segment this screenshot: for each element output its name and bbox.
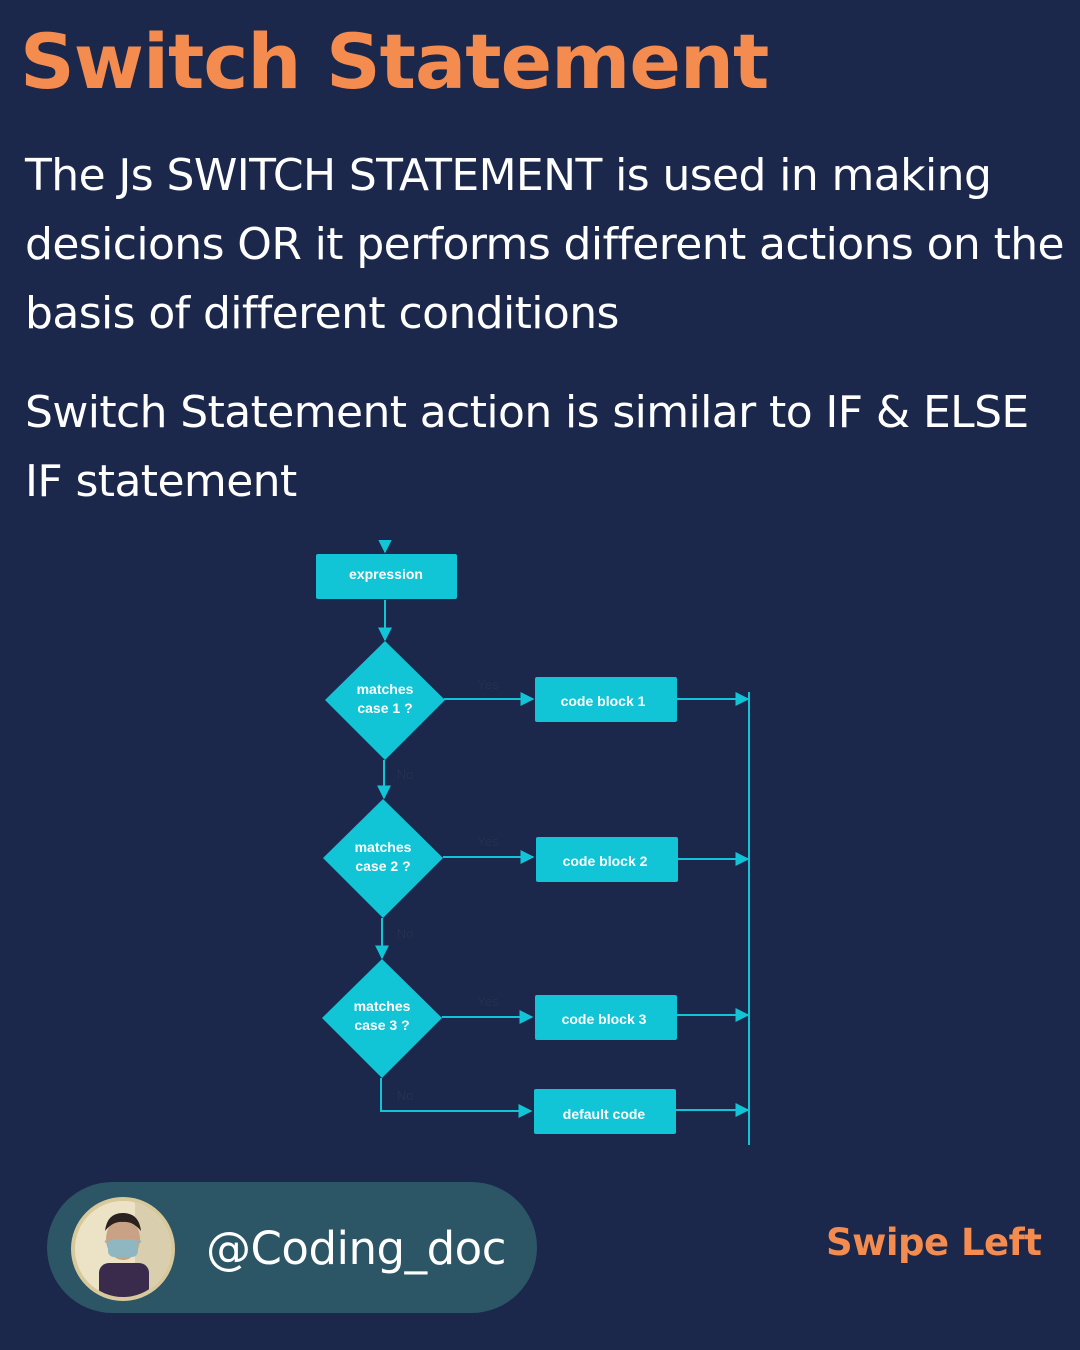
case1-yes-label: Yes	[477, 677, 499, 692]
default-code-block	[534, 1089, 676, 1134]
case2-no-label: No	[397, 926, 414, 941]
case2-line2: case 2 ?	[355, 858, 410, 874]
case3-line2: case 3 ?	[354, 1017, 409, 1033]
profile-photo-icon	[75, 1201, 171, 1297]
switch-flowchart: expression matches case 1 ? Yes No match…	[316, 540, 750, 1145]
case3-decision	[322, 959, 442, 1078]
case1-no-label: No	[397, 767, 414, 782]
case1-line2: case 1 ?	[357, 700, 412, 716]
code-block-3-label: code block 3	[562, 1011, 647, 1027]
comparison-paragraph: Switch Statement action is similar to IF…	[25, 387, 1029, 507]
case1-line1: matches	[357, 681, 414, 697]
case2-line1: matches	[355, 839, 412, 855]
case1-decision	[325, 641, 445, 760]
code-block-2	[536, 837, 678, 882]
code-block-3	[535, 995, 677, 1040]
case2-yes-label: Yes	[477, 834, 499, 849]
case3-yes-label: Yes	[477, 994, 499, 1009]
case3-line1: matches	[354, 998, 411, 1014]
code-block-2-label: code block 2	[563, 853, 648, 869]
avatar[interactable]	[71, 1197, 175, 1301]
default-code-label: default code	[563, 1106, 646, 1122]
description-paragraph: The Js SWITCH STATEMENT is used in makin…	[25, 150, 1065, 339]
code-block-1	[535, 677, 677, 722]
author-handle[interactable]: @Coding_doc	[206, 1222, 506, 1275]
swipe-left-prompt[interactable]: Swipe Left	[826, 1221, 1042, 1264]
expression-label: expression	[349, 566, 423, 582]
case2-decision	[323, 799, 443, 918]
case3-no-arrow	[380, 1078, 533, 1118]
expression-box	[316, 554, 457, 599]
case3-no-label: No	[397, 1088, 414, 1103]
page-title: Switch Statement	[20, 17, 769, 106]
code-block-1-label: code block 1	[561, 693, 646, 709]
